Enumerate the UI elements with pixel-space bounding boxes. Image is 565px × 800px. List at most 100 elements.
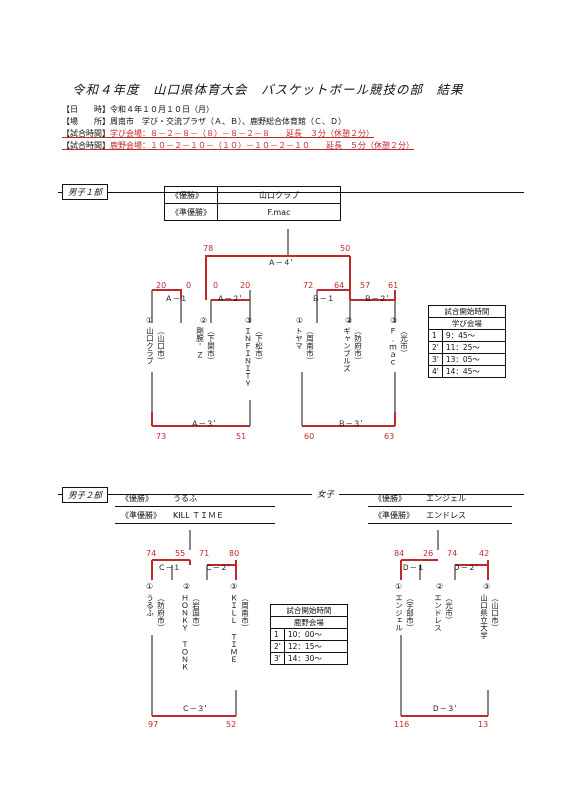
team-name: 山口クラブ: [145, 327, 155, 365]
match-score: 20: [240, 281, 251, 290]
team-city: （周南市）: [305, 327, 315, 365]
match-time-1: 【試合時間】学び会場：８－２－８－（８）－８－２－８ 延長 ３分（休憩２分）: [62, 130, 374, 138]
schedule-time: 10：00～: [283, 628, 348, 641]
section-divider: [58, 494, 524, 495]
schedule-match: 4': [428, 365, 443, 378]
schedule-time: 9：45～: [441, 329, 506, 342]
team-name: Ｆ.ｍａｃ: [388, 327, 398, 366]
page-title: 令和４年度 山口県体育大会 バスケットボール競技の部 結果: [72, 82, 464, 97]
result-table-women: 《優勝》エンジェル 《準優勝》エンドレス: [368, 490, 512, 524]
match-score: 20: [156, 281, 167, 290]
team-city: （下松市）: [254, 327, 264, 365]
result-table-men2: 《優勝》うるふ 《準優勝》KILL ＴＩＭＥ: [115, 490, 275, 524]
match-score: 13: [478, 720, 489, 729]
match-score: 74: [146, 549, 157, 558]
team-name: エンドレス: [433, 594, 443, 632]
team-name: うるふ: [145, 594, 155, 617]
team-city: （周南市）: [240, 594, 250, 632]
match-label: Ａ－２': [217, 294, 242, 303]
team-seed: ③: [390, 316, 398, 325]
team-name: 山口県立大学: [479, 594, 489, 639]
match-label: Ｂ－３': [338, 419, 363, 428]
match-score: 0: [186, 281, 192, 290]
team-seed: ②: [183, 582, 191, 591]
team-seed: ①: [146, 316, 154, 325]
schedule-match: 1: [428, 329, 443, 342]
schedule-venue: 学び会場: [428, 317, 506, 330]
match-score: 84: [394, 549, 405, 558]
team-seed: ③: [230, 582, 238, 591]
schedule-match: 2': [428, 341, 443, 354]
result-table-men1: 《優勝》山口クラブ 《準優勝》F.mac: [164, 186, 341, 221]
match-time-label: 【試合時間】: [62, 129, 110, 138]
team-name: ＨＯＮＫＹ ＴＯＮＫ: [180, 594, 190, 671]
match-label: Ｂ－２': [364, 294, 389, 303]
team-seed: ②: [436, 582, 444, 591]
team-city: （防府市）: [353, 327, 363, 365]
match-score: 63: [384, 432, 395, 441]
runner-up-name: エンドレス: [420, 506, 512, 524]
schedule-match: 1: [270, 628, 285, 641]
match-score: 74: [447, 549, 458, 558]
winner-label: 《優勝》: [368, 490, 420, 507]
team-name: ＫＩＬＬ ＴＩＭＥ: [229, 594, 239, 663]
winner-name: うるふ: [167, 490, 275, 507]
team-city: （光市）: [444, 594, 454, 624]
team-seed: ②: [345, 316, 353, 325]
match-score: 116: [394, 720, 410, 729]
match-label: Ｂ－１: [312, 294, 335, 303]
match-time-2: 【試合時間】鹿野会場：１０－２－１０－（１０）－１０－２－１０ 延長 ５分（休憩…: [62, 142, 414, 150]
match-label: Ｃ－１: [158, 563, 181, 572]
match-score: 61: [388, 281, 399, 290]
match-score: 42: [479, 549, 490, 558]
match-time-label: 【試合時間】: [62, 141, 110, 150]
team-city: （防府市）: [156, 594, 166, 632]
match-score: 51: [236, 432, 247, 441]
winner-label: 《優勝》: [164, 186, 218, 204]
match-time-value: 鹿野会場：１０－２－１０－（１０）－１０－２－１０ 延長 ５分（休憩２分）: [110, 141, 414, 150]
match-label: Ａ－１: [165, 294, 188, 303]
match-score: 97: [148, 720, 159, 729]
team-name: 剛腕'Ｚ: [195, 327, 205, 359]
schedule-time: 13：05～: [441, 353, 506, 366]
match-label: Ｃ－２': [205, 563, 230, 572]
team-name: エンジェル: [394, 594, 404, 632]
team-city: （光市）: [399, 327, 409, 357]
match-label: Ｄ－２': [453, 563, 478, 572]
team-city: （山口市）: [156, 327, 166, 365]
event-date: 【日 時】令和４年１０月１０日（月）: [62, 105, 214, 114]
section-label-women: 女子: [312, 487, 340, 501]
team-city: （下関市）: [206, 327, 216, 365]
match-score: 71: [199, 549, 210, 558]
runner-up-label: 《準優勝》: [115, 506, 167, 524]
team-seed: ②: [200, 316, 208, 325]
schedule-title: 試合開始時間: [270, 604, 348, 617]
match-time-value: 学び会場：８－２－８－（８）－８－２－８ 延長 ３分（休憩２分）: [110, 129, 374, 138]
schedule-time: 12：15～: [283, 640, 348, 653]
team-seed: ①: [395, 582, 403, 591]
winner-name: 山口クラブ: [217, 186, 341, 204]
match-score: 57: [360, 281, 371, 290]
match-label: Ｄ－１: [402, 563, 425, 572]
section-label-men1: 男子１部: [62, 184, 109, 200]
team-name: トヤマ: [294, 327, 304, 350]
team-name: ＩＮＦＩＮＩＴＹ: [243, 327, 253, 387]
event-venue: 【場 所】周南市 学び・交流プラザ（Ａ、Ｂ）、鹿野総合体育館（Ｃ、Ｄ）: [62, 117, 346, 126]
match-score: 55: [175, 549, 186, 558]
final-score-left: 78: [203, 244, 214, 253]
final-score-right: 50: [340, 244, 351, 253]
team-seed: ③: [245, 316, 253, 325]
match-score: 64: [334, 281, 345, 290]
match-score: 72: [303, 281, 314, 290]
final-match-label: Ａ－４': [268, 258, 293, 267]
team-city: （宇部市）: [405, 594, 415, 632]
runner-up-name: F.mac: [217, 203, 341, 221]
team-seed: ①: [296, 316, 304, 325]
schedule-match: 3': [428, 353, 443, 366]
match-label: Ｄ－３': [432, 704, 457, 713]
runner-up-label: 《準優勝》: [368, 506, 420, 524]
schedule-title: 試合開始時間: [428, 305, 506, 318]
winner-name: エンジェル: [420, 490, 512, 507]
